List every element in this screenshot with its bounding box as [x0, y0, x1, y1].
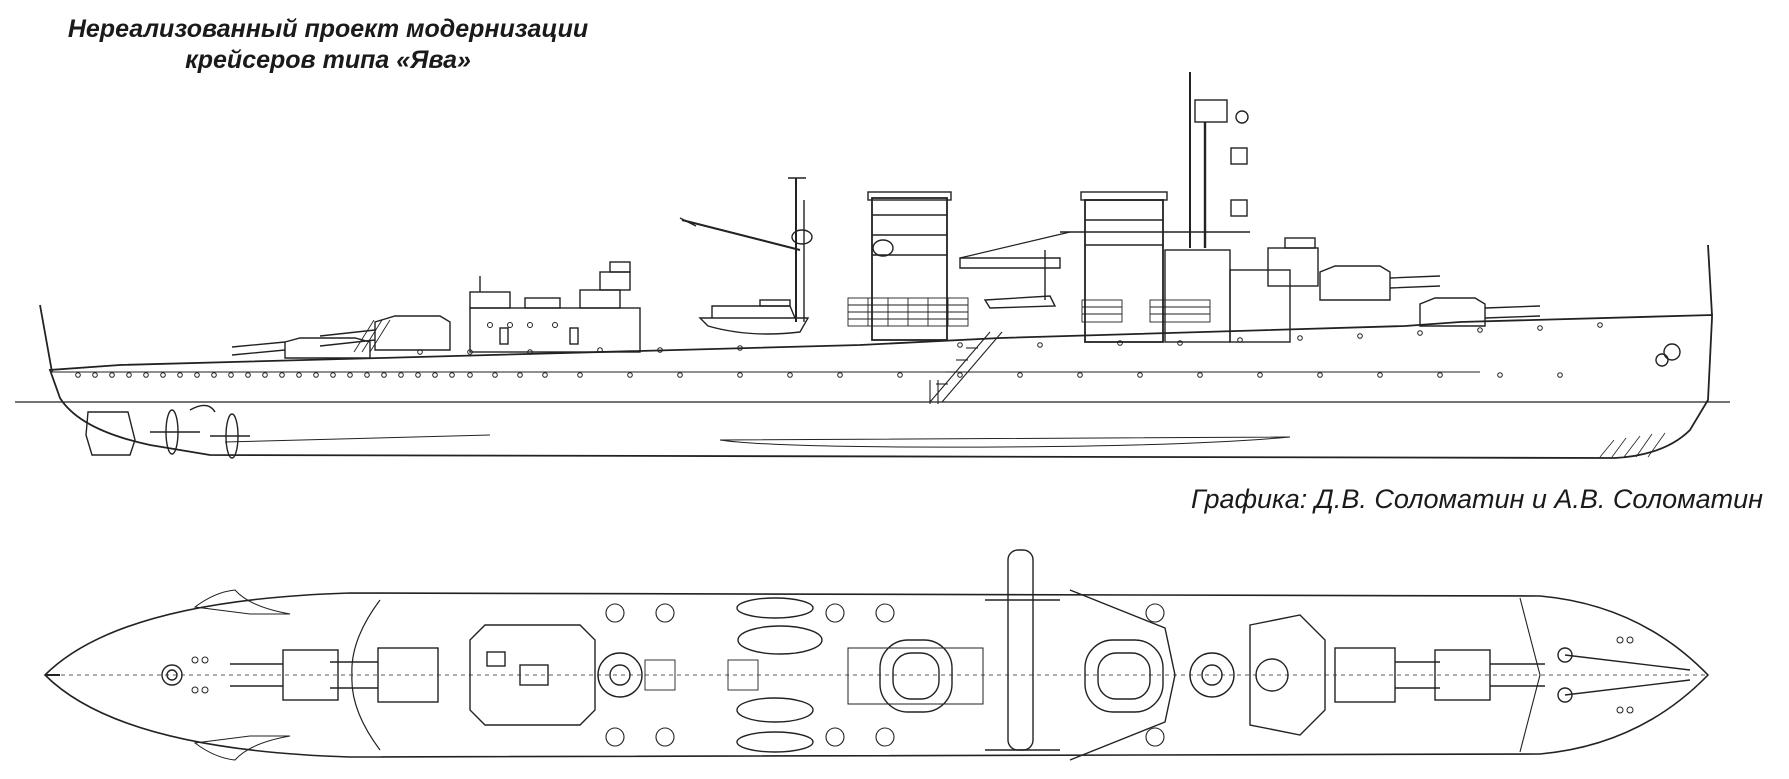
plan-bollards — [191, 636, 1634, 714]
plan-bridge — [1069, 589, 1326, 761]
plan-boats — [727, 597, 823, 753]
anchor-emblem — [1655, 343, 1681, 367]
rudder — [85, 411, 136, 456]
fwd-turret-upper — [1319, 265, 1441, 301]
main-mast — [679, 177, 813, 322]
bridge — [959, 231, 1291, 343]
accommodation-ladder — [929, 331, 1003, 404]
title-line-1: Нереализованный проект модернизации — [67, 15, 589, 43]
propeller-aft — [150, 404, 216, 455]
plan-view — [43, 549, 1710, 761]
plan-turret-aft-2 — [330, 647, 439, 703]
plan-turret-fwd-1 — [1334, 647, 1440, 703]
drawing-title: Нереализованный проект модернизации крей… — [28, 14, 628, 76]
graphics-credit: Графика: Д.В. Соломатин и А.В. Соломатин — [1190, 484, 1763, 514]
hull-outline — [48, 314, 1713, 459]
aa-platform-fwd — [1081, 299, 1211, 323]
plan-catapult — [985, 549, 1060, 751]
fwd-director — [1267, 237, 1319, 287]
plan-aa-mounts — [605, 603, 1165, 747]
fore-mast — [1189, 72, 1249, 248]
propeller-fwd — [210, 413, 250, 459]
deck-outline — [43, 592, 1710, 758]
plan-aft-deckhouse — [469, 624, 596, 726]
seaplane — [959, 250, 1061, 309]
aft-turret-lower — [231, 337, 371, 359]
funnel-fwd — [1080, 191, 1168, 343]
plan-capstans — [1557, 647, 1691, 703]
portholes — [75, 322, 1603, 378]
plan-turret-fwd-2 — [1434, 649, 1545, 701]
profile-view — [15, 72, 1730, 459]
ships-boats — [698, 299, 810, 335]
title-line-2: крейсеров типа «Ява» — [185, 46, 471, 74]
plan-turret-aft-1 — [230, 649, 339, 701]
plan-aft-director — [597, 652, 676, 698]
plan-funnel-fwd — [1084, 639, 1164, 713]
plan-funnel-aft — [847, 639, 984, 713]
fwd-turret-lower — [1419, 297, 1541, 327]
aa-platform-aft — [847, 297, 969, 327]
aft-turret-upper — [319, 315, 451, 353]
funnel-aft — [867, 191, 952, 341]
aft-superstructure — [469, 261, 641, 353]
